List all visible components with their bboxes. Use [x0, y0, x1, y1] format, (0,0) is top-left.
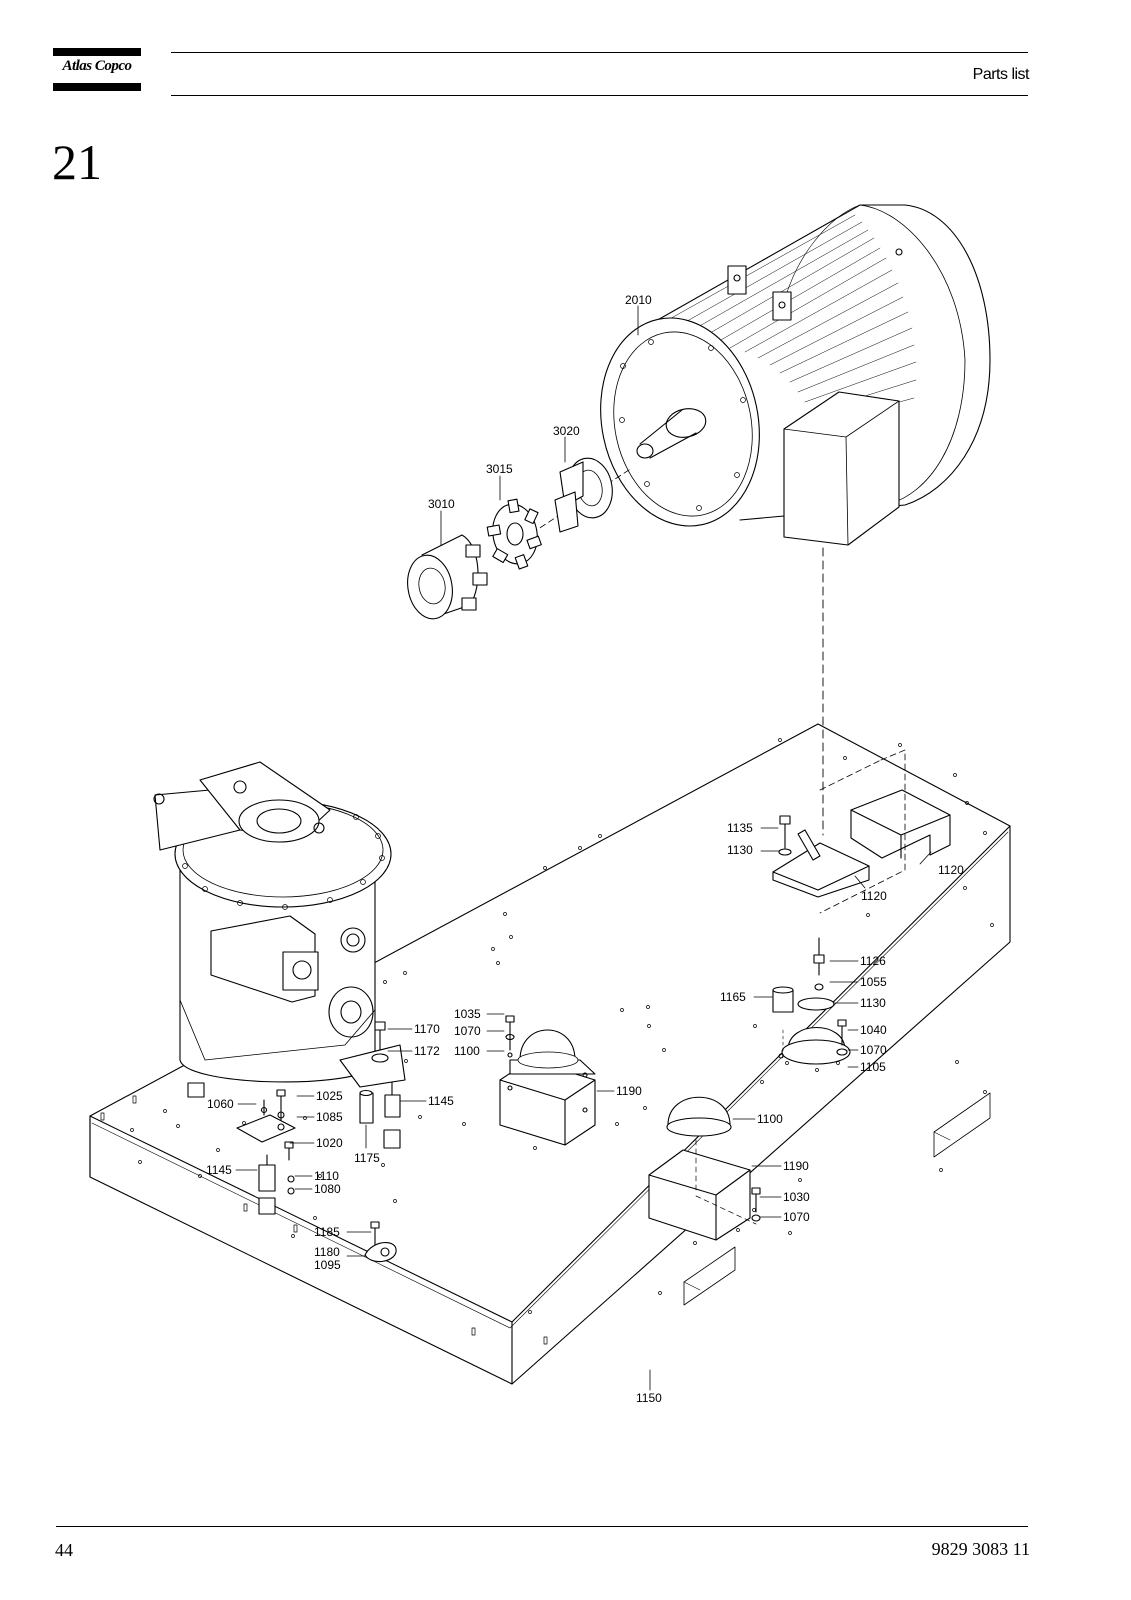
- part-label: 1130: [860, 996, 886, 1010]
- part-label: 2010: [625, 293, 652, 307]
- spider-3015: [486, 498, 542, 570]
- part-label: 3010: [428, 497, 455, 511]
- part-label: 1170: [414, 1022, 440, 1036]
- motor-support-brackets: [772, 749, 951, 1065]
- part-label: 1070: [783, 1210, 810, 1224]
- part-label: 1100: [454, 1044, 480, 1058]
- atlas-copco-logo: Atlas Copco: [53, 48, 141, 94]
- part-label: 1030: [783, 1190, 810, 1204]
- part-label: 1040: [860, 1023, 887, 1037]
- part-label: 1020: [316, 1136, 343, 1150]
- part-label: 1150: [636, 1391, 662, 1405]
- part-label: 1100: [757, 1112, 783, 1126]
- electric-motor: [600, 204, 991, 546]
- part-label: 1080: [314, 1182, 341, 1196]
- part-label: 1175: [354, 1151, 380, 1165]
- part-label: 1035: [454, 1007, 481, 1021]
- part-label: 1055: [860, 975, 887, 989]
- part-label: 1185: [314, 1225, 340, 1239]
- part-label: 1070: [454, 1024, 481, 1038]
- part-label: 3020: [553, 424, 580, 438]
- part-label: 1025: [316, 1089, 343, 1103]
- hardware-left: [236, 1021, 401, 1263]
- part-label: 1105: [860, 1060, 886, 1074]
- part-label: 1126: [860, 954, 886, 968]
- part-label: 1145: [428, 1094, 454, 1108]
- header-rule-top: [171, 52, 1028, 53]
- logo-bar-top: [53, 48, 141, 56]
- part-label: 1172: [414, 1044, 440, 1058]
- leader-lines: [235, 305, 932, 1391]
- part-label: 1190: [783, 1159, 809, 1173]
- compressor-element: [153, 761, 406, 1098]
- part-label: 1180: [314, 1245, 340, 1259]
- part-labels: 2010 3020 3015 3010 1135 1130 1120 1120 …: [206, 293, 964, 1405]
- document-number: 9829 3083 11: [931, 1539, 1030, 1559]
- header-title: Parts list: [972, 66, 1030, 83]
- part-label: 1110: [314, 1169, 339, 1183]
- part-label: 3015: [486, 462, 513, 476]
- mount-stand-right: [648, 1096, 761, 1241]
- header-rule-bottom: [171, 95, 1028, 96]
- coupling-3010: [407, 534, 488, 620]
- part-label: 1135: [727, 821, 753, 835]
- logo-brand-text: Atlas Copco: [62, 58, 132, 74]
- footer-rule: [56, 1526, 1028, 1527]
- part-label: 1070: [860, 1043, 887, 1057]
- part-label: 1120: [861, 889, 887, 903]
- part-label: 1145: [206, 1163, 232, 1177]
- page-number: 44: [55, 1540, 73, 1560]
- part-label: 1085: [316, 1110, 343, 1124]
- part-label: 1190: [616, 1084, 642, 1098]
- mount-stand-center: [499, 1015, 596, 1146]
- part-label: 1165: [720, 990, 746, 1004]
- part-label: 1095: [314, 1258, 341, 1272]
- part-label: 1060: [207, 1097, 234, 1111]
- logo-bar-bottom: [53, 83, 141, 91]
- coupling-3020: [554, 457, 613, 533]
- part-label: 1120: [938, 863, 964, 877]
- section-number: 21: [52, 134, 102, 190]
- part-label: 1130: [727, 843, 753, 857]
